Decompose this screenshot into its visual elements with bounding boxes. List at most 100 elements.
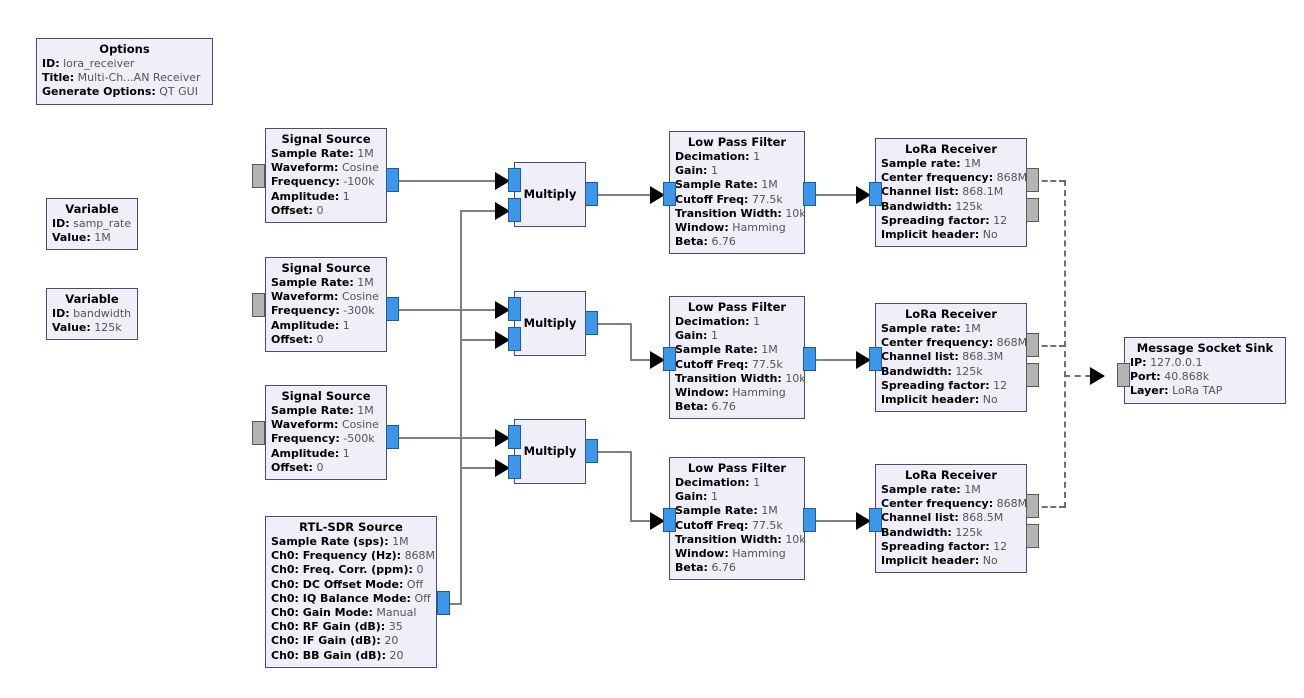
block-low-pass-filter-1[interactable]: Low Pass Filter Decimation: 1 Gain: 1 Sa… bbox=[669, 131, 806, 255]
port-mult1-in1[interactable] bbox=[508, 198, 521, 222]
block-rtl-sdr-source-row-6: Ch0: RF Gain (dB): 35 bbox=[271, 620, 431, 634]
block-low-pass-filter-2-key-1: Gain: bbox=[675, 329, 708, 343]
block-signal-source-3[interactable]: Signal Source Sample Rate: 1M Waveform: … bbox=[265, 385, 387, 481]
block-signal-source-2[interactable]: Signal Source Sample Rate: 1M Waveform: … bbox=[265, 257, 387, 353]
block-lora-receiver-2-value-1: 868M bbox=[996, 336, 1028, 350]
port-lora2-msg-out-0[interactable] bbox=[1026, 333, 1039, 357]
block-signal-source-2-key-3: Amplitude: bbox=[271, 318, 340, 332]
port-sigsrc2-data-out[interactable] bbox=[386, 297, 399, 321]
block-signal-source-1-value-2: -100k bbox=[343, 175, 375, 189]
block-low-pass-filter-3-row-6: Beta: 6.76 bbox=[675, 561, 799, 575]
block-signal-source-2-title: Signal Source bbox=[281, 261, 371, 275]
port-lpf2-out[interactable] bbox=[803, 347, 816, 371]
block-message-socket-sink[interactable]: Message Socket Sink IP: 127.0.0.1 Port: … bbox=[1124, 337, 1286, 404]
block-signal-source-2-value-2: -300k bbox=[343, 304, 375, 318]
block-low-pass-filter-3-value-0: 1 bbox=[753, 476, 761, 489]
port-sigsrc2-msg-in[interactable] bbox=[252, 293, 265, 317]
port-lora1-msg-out-1[interactable] bbox=[1026, 198, 1039, 222]
wire-mult2-to-lpf2-h1 bbox=[596, 323, 632, 325]
port-lora2-msg-out-1[interactable] bbox=[1026, 363, 1039, 387]
block-lora-receiver-3-key-0: Sample rate: bbox=[881, 483, 961, 496]
block-variable-bandwidth-row-0: ID: bandwidth bbox=[52, 307, 132, 321]
arrow-mult3-in0 bbox=[495, 429, 510, 447]
port-lora2-data-in[interactable] bbox=[869, 347, 882, 371]
block-multiply-1[interactable]: Multiply bbox=[514, 162, 586, 227]
block-variable-samp-rate-value-1: 1M bbox=[94, 231, 111, 245]
port-mult3-in0[interactable] bbox=[508, 425, 521, 449]
block-low-pass-filter-1-value-5: Hamming bbox=[732, 221, 786, 235]
port-lpf3-in[interactable] bbox=[663, 508, 676, 532]
block-rtl-sdr-source-value-4: Off bbox=[414, 591, 431, 605]
port-sigsrc1-msg-in[interactable] bbox=[252, 164, 265, 188]
block-variable-bandwidth-row-1: Value: 125k bbox=[52, 321, 132, 335]
port-mult2-in0[interactable] bbox=[508, 297, 521, 321]
port-sigsrc1-data-out[interactable] bbox=[386, 168, 399, 192]
port-mult1-in0[interactable] bbox=[508, 168, 521, 192]
block-low-pass-filter-1-value-2: 1M bbox=[761, 178, 778, 192]
port-lora1-msg-out-0[interactable] bbox=[1026, 168, 1039, 192]
port-msg-sink-in[interactable] bbox=[1117, 363, 1130, 387]
block-multiply-2-title: Multiply bbox=[523, 316, 577, 330]
block-multiply-3-title: Multiply bbox=[523, 444, 577, 458]
block-variable-bandwidth[interactable]: Variable ID: bandwidth Value: 125k bbox=[46, 288, 138, 341]
block-lora-receiver-1-row-2: Channel list: 868.1M bbox=[881, 185, 1021, 199]
arrow-mult2-in1 bbox=[495, 331, 510, 349]
block-options[interactable]: Options ID: lora_receiver Title: Multi-C… bbox=[36, 38, 213, 105]
port-lora3-data-in[interactable] bbox=[869, 508, 882, 532]
block-variable-samp-rate-key-0: ID: bbox=[52, 217, 70, 230]
port-mult3-in1[interactable] bbox=[508, 455, 521, 479]
block-low-pass-filter-1-row-5: Window: Hamming bbox=[675, 221, 799, 235]
block-signal-source-2-row-2: Frequency: -300k bbox=[271, 304, 381, 318]
port-lora3-msg-out-1[interactable] bbox=[1026, 524, 1039, 548]
block-low-pass-filter-3-value-2: 1M bbox=[761, 504, 778, 518]
block-rtl-sdr-source[interactable]: RTL-SDR Source Sample Rate (sps): 1M Ch0… bbox=[265, 516, 437, 668]
port-mult3-out[interactable] bbox=[585, 439, 598, 463]
block-low-pass-filter-2-key-3: Cutoff Freq: bbox=[675, 357, 749, 371]
block-lora-receiver-2-key-5: Implicit header: bbox=[881, 393, 980, 407]
block-low-pass-filter-3-key-5: Window: bbox=[675, 547, 729, 561]
block-low-pass-filter-3-title: Low Pass Filter bbox=[687, 461, 787, 475]
block-signal-source-1-value-3: 1 bbox=[342, 189, 350, 203]
block-lora-receiver-1[interactable]: LoRa Receiver Sample rate: 1M Center fre… bbox=[875, 138, 1027, 248]
port-mult2-in1[interactable] bbox=[508, 327, 521, 351]
block-low-pass-filter-3[interactable]: Low Pass Filter Decimation: 1 Gain: 1 Sa… bbox=[669, 457, 806, 581]
block-rtl-sdr-source-row-0: Sample Rate (sps): 1M bbox=[271, 535, 431, 549]
block-lora-receiver-3-row-1: Center frequency: 868M bbox=[881, 497, 1027, 511]
block-low-pass-filter-2-row-6: Beta: 6.76 bbox=[675, 400, 799, 414]
block-rtl-sdr-source-row-5: Ch0: Gain Mode: Manual bbox=[271, 606, 431, 620]
wire-mult2-to-lpf2-h2 bbox=[630, 359, 666, 361]
port-rtlsdr-data-out[interactable] bbox=[437, 591, 450, 615]
port-sigsrc3-data-out[interactable] bbox=[386, 425, 399, 449]
port-lpf1-out[interactable] bbox=[803, 182, 816, 206]
block-multiply-3[interactable]: Multiply bbox=[514, 419, 586, 484]
block-low-pass-filter-3-row-5: Window: Hamming bbox=[675, 547, 799, 561]
block-low-pass-filter-3-key-0: Decimation: bbox=[675, 476, 750, 489]
block-signal-source-3-value-3: 1 bbox=[342, 446, 350, 460]
block-lora-receiver-2[interactable]: LoRa Receiver Sample rate: 1M Center fre… bbox=[875, 303, 1027, 413]
port-mult2-out[interactable] bbox=[585, 311, 598, 335]
block-multiply-2[interactable]: Multiply bbox=[514, 291, 586, 356]
block-signal-source-1-key-0: Sample Rate: bbox=[271, 147, 354, 160]
port-lora1-data-in[interactable] bbox=[869, 182, 882, 206]
port-mult1-out[interactable] bbox=[585, 182, 598, 206]
block-lora-receiver-3[interactable]: LoRa Receiver Sample rate: 1M Center fre… bbox=[875, 464, 1027, 574]
wire-lpf3-to-lora3 bbox=[808, 520, 874, 522]
block-variable-samp-rate[interactable]: Variable ID: samp_rate Value: 1M bbox=[46, 198, 138, 251]
block-low-pass-filter-2[interactable]: Low Pass Filter Decimation: 1 Gain: 1 Sa… bbox=[669, 296, 806, 420]
block-low-pass-filter-1-key-0: Decimation: bbox=[675, 150, 750, 163]
port-lpf1-in[interactable] bbox=[663, 182, 676, 206]
block-lora-receiver-3-key-1: Center frequency: bbox=[881, 497, 994, 511]
block-signal-source-2-key-2: Frequency: bbox=[271, 304, 340, 318]
port-lora3-msg-out-0[interactable] bbox=[1026, 494, 1039, 518]
block-lora-receiver-3-value-5: No bbox=[982, 554, 998, 568]
block-low-pass-filter-1-key-6: Beta: bbox=[675, 235, 708, 249]
port-lpf2-in[interactable] bbox=[663, 347, 676, 371]
block-lora-receiver-2-row-1: Center frequency: 868M bbox=[881, 336, 1027, 350]
port-sigsrc3-msg-in[interactable] bbox=[252, 421, 265, 445]
block-rtl-sdr-source-row-1: Ch0: Frequency (Hz): 868M bbox=[271, 549, 435, 563]
block-signal-source-1[interactable]: Signal Source Sample Rate: 1M Waveform: … bbox=[265, 128, 387, 224]
block-rtl-sdr-source-title: RTL-SDR Source bbox=[299, 520, 403, 534]
port-lpf3-out[interactable] bbox=[803, 508, 816, 532]
block-signal-source-3-key-4: Offset: bbox=[271, 460, 313, 474]
